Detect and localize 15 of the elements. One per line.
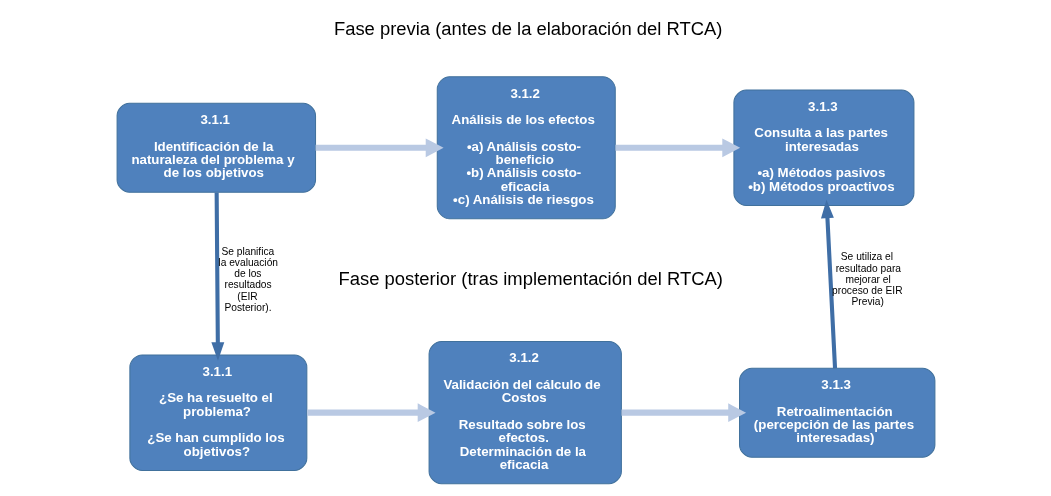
arrow (210, 192, 224, 361)
node-box: 3.1.3 Retroalimentación (percepción de las partes interesadas) (738, 367, 935, 458)
arrow (315, 138, 444, 158)
edge-label: Se planifica la evaluación de los resultados (EIR Posterior). (217, 245, 278, 313)
node-box: 3.1.3 Consulta a las partes interesadas •a) Métodos pasivos •b) Métodos proactivos (732, 89, 914, 207)
arrow (820, 199, 837, 369)
label: Fase posterior (tras implementación del RTCA) (338, 267, 723, 289)
arrow (615, 138, 740, 158)
node-box: 3.1.1 ¿Se ha resuelto el problema? ¿Se han cumplido los objetivos? (128, 354, 307, 471)
label: Fase previa (antes de la elaboración del RTCA) (333, 18, 722, 40)
node-box: 3.1.2 Validación del cálculo de Costos Resultado sobre los efectos. Determinación de la eficacia (428, 341, 622, 485)
arrow (306, 403, 436, 423)
node-box: 3.1.2 Análisis de los efectos •a) Análisis costo-beneficio •b) Análisis costo-eficacia •c) Análisis de riesgos (436, 76, 616, 220)
arrow (621, 403, 746, 423)
node-box: 3.1.1 Identificación de la naturaleza del problema y de los objetivos (116, 102, 316, 193)
